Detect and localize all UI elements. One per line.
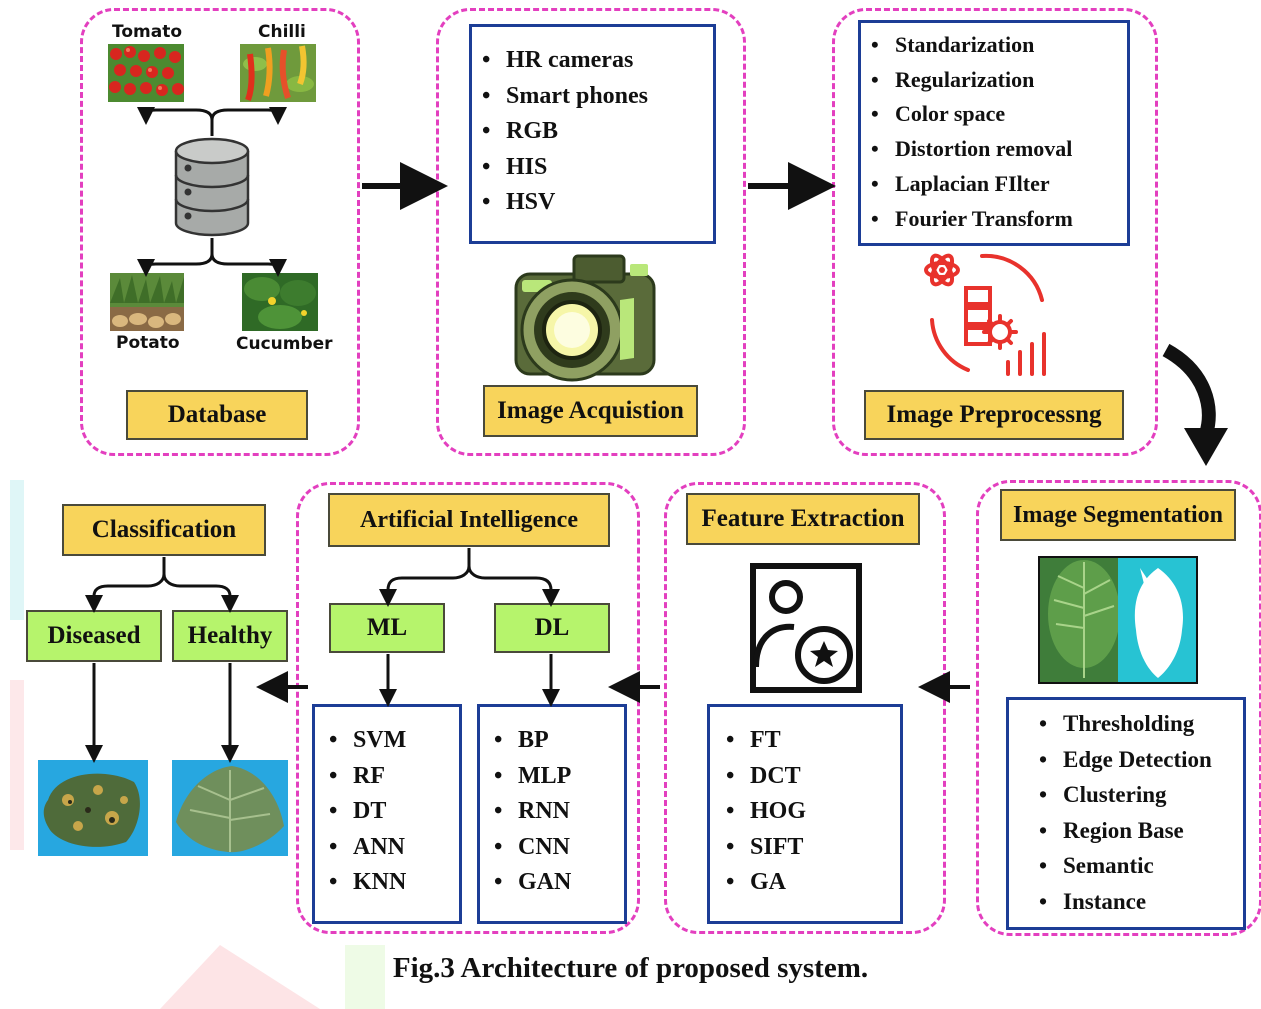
ml-item: SVM	[319, 723, 459, 759]
dl-item: BP	[484, 723, 624, 759]
data-processing-icon	[924, 253, 1046, 376]
dl-item: GAN	[484, 865, 624, 901]
acquisition-list-box: HR cameras Smart phones RGB HIS HSV	[469, 24, 716, 244]
watermark-bottom-green	[345, 945, 385, 1009]
dl-list: BP MLP RNN CNN GAN	[480, 707, 624, 901]
potato-image	[110, 273, 184, 331]
watermark-left	[10, 480, 24, 620]
cucumber-image	[242, 273, 318, 331]
dl-item: MLP	[484, 759, 624, 795]
ml-item: RF	[319, 759, 459, 795]
acquisition-title: Image Acquistion	[483, 385, 698, 437]
acquisition-item: HSV	[472, 185, 713, 221]
preprocessing-title: Image Preprocessng	[864, 390, 1124, 440]
acquisition-item: Smart phones	[472, 79, 713, 115]
user-feature-icon	[750, 563, 862, 693]
classification-title: Classification	[62, 504, 266, 556]
database-stage	[80, 8, 360, 456]
feature-extraction-item: HOG	[716, 794, 900, 830]
preprocessing-item: Distortion removal	[861, 132, 1127, 167]
preprocessing-list: Standarization Regularization Color spac…	[861, 23, 1127, 236]
crop-label-chilli: Chilli	[258, 22, 306, 42]
acquisition-list: HR cameras Smart phones RGB HIS HSV	[472, 27, 713, 221]
feature-extraction-item: SIFT	[716, 830, 900, 866]
segmentation-item: Edge Detection	[1029, 742, 1243, 778]
acquisition-item: HIS	[472, 150, 713, 186]
dl-item: RNN	[484, 794, 624, 830]
chilli-image	[240, 44, 316, 102]
feature-extraction-item: GA	[716, 865, 900, 901]
dl-item: CNN	[484, 830, 624, 866]
ai-title: Artificial Intelligence	[328, 493, 610, 547]
ml-list: SVM RF DT ANN KNN	[315, 707, 459, 901]
crop-label-cucumber: Cucumber	[236, 334, 333, 354]
crop-label-tomato: Tomato	[112, 22, 183, 42]
feature-extraction-list-box: FT DCT HOG SIFT GA	[707, 704, 903, 924]
tomato-image	[108, 44, 184, 102]
database-title: Database	[126, 390, 308, 440]
crop-label-potato: Potato	[116, 333, 180, 353]
preprocessing-stage	[832, 8, 1158, 456]
preprocessing-item: Color space	[861, 97, 1127, 132]
segmentation-leaf-image	[1038, 556, 1198, 684]
watermark-bottom	[160, 945, 320, 1009]
preprocessing-list-box: Standarization Regularization Color spac…	[858, 20, 1130, 246]
feature-extraction-item: DCT	[716, 759, 900, 795]
ml-list-box: SVM RF DT ANN KNN	[312, 704, 462, 924]
diseased-label: Diseased	[26, 610, 162, 662]
ml-item: KNN	[319, 865, 459, 901]
preprocessing-item: Laplacian FIlter	[861, 167, 1127, 202]
arrow-pre-to-seg	[1162, 343, 1216, 437]
segmentation-item: Region Base	[1029, 813, 1243, 849]
feature-extraction-item: FT	[716, 723, 900, 759]
ml-item: DT	[319, 794, 459, 830]
acquisition-stage	[436, 8, 746, 456]
segmentation-item: Instance	[1029, 884, 1243, 920]
preprocessing-item: Regularization	[861, 63, 1127, 98]
ai-stage	[296, 482, 640, 934]
feature-extraction-list: FT DCT HOG SIFT GA	[710, 707, 900, 901]
segmentation-title: Image Segmentation	[1000, 489, 1236, 541]
ml-label: ML	[329, 603, 445, 653]
database-icon	[174, 137, 250, 237]
segmentation-list: Thresholding Edge Detection Clustering R…	[1009, 700, 1243, 920]
ml-item: ANN	[319, 830, 459, 866]
preprocessing-item: Fourier Transform	[861, 202, 1127, 237]
camera-icon	[514, 254, 656, 382]
segmentation-list-box: Thresholding Edge Detection Clustering R…	[1006, 697, 1246, 930]
diseased-leaf-image	[38, 760, 148, 856]
acquisition-item: RGB	[472, 114, 713, 150]
feature-extraction-stage	[664, 482, 946, 934]
segmentation-stage	[976, 480, 1261, 936]
segmentation-item: Thresholding	[1029, 706, 1243, 742]
segmentation-item: Semantic	[1029, 848, 1243, 884]
watermark-left-red	[10, 680, 24, 850]
figure-caption: Fig.3 Architecture of proposed system.	[392, 952, 869, 984]
dl-list-box: BP MLP RNN CNN GAN	[477, 704, 627, 924]
healthy-label: Healthy	[172, 610, 288, 662]
feature-extraction-title: Feature Extraction	[686, 493, 920, 545]
healthy-leaf-image	[172, 760, 288, 856]
segmentation-item: Clustering	[1029, 777, 1243, 813]
acquisition-item: HR cameras	[472, 43, 713, 79]
preprocessing-item: Standarization	[861, 28, 1127, 63]
